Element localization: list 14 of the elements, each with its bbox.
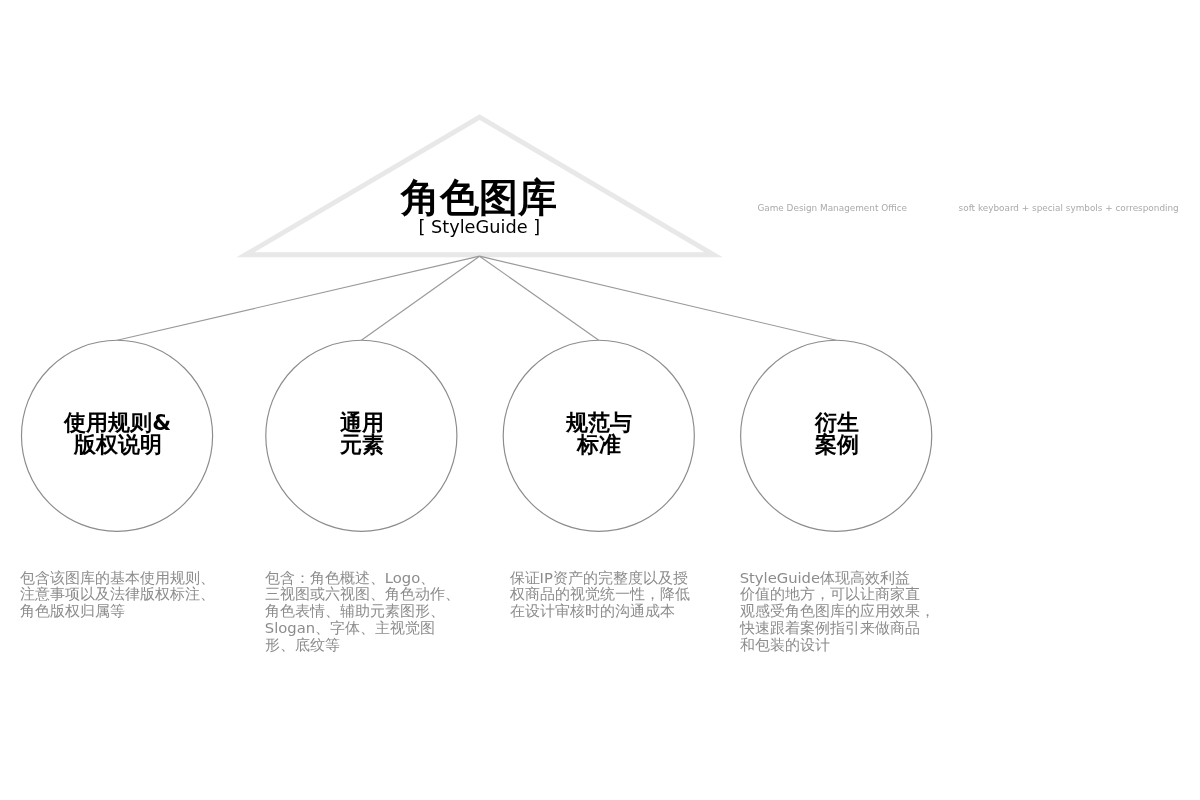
connector — [479, 255, 837, 341]
node-circle: 使用规则&版权说明 — [20, 339, 214, 532]
node-circle: 规范与标准 — [502, 339, 695, 532]
node-label: StyleGuide体现高效利益价值的地方，可以让商家直观感受角色图库的应用效果，快速跟着案例指引来做商品和包装的设计 — [739, 568, 935, 653]
node-label: 包含：角色概述、Logo、三视图或六视图、角色动作、角色表情、辅助元素图形、Slogan、字体、主视觉图形、底纹等 — [264, 568, 460, 653]
node-label: 包含该图库的基本使用规则、注意事项以及法律版权标注、角色版权归属等 — [20, 568, 216, 619]
node-label: 保证IP资产的完整度以及授权商品的视觉统一性，降低在设计审核时的沟通成本 — [509, 568, 690, 619]
connector — [360, 255, 481, 341]
node-circle: 通用元素 — [265, 339, 458, 532]
connector — [479, 255, 600, 341]
label: soft keyboard + special symbols + corresponding — [958, 202, 1179, 213]
label: Game Design Management Office — [757, 202, 908, 213]
connector — [116, 255, 481, 341]
node-circle: 衍生案例 — [740, 339, 933, 532]
